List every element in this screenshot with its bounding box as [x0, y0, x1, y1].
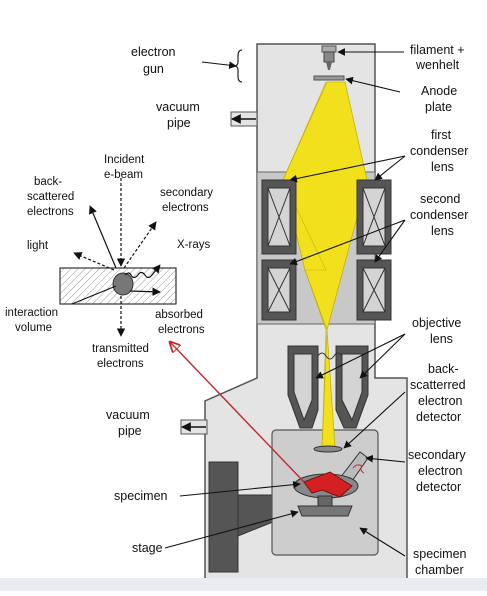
label-vacuum-pipe-top-2: pipe	[167, 116, 191, 130]
inset-interaction-2: volume	[15, 322, 52, 334]
inset-secondary-1: secondary	[160, 187, 213, 199]
label-anode-1: Anode	[421, 84, 457, 98]
label-specimen-chamber-1: specimen	[413, 547, 467, 561]
label-backscatter-det-4: detector	[416, 410, 461, 424]
label-second-condenser-3: lens	[431, 224, 454, 238]
first-condenser-lens	[261, 179, 392, 255]
interaction-inset	[59, 178, 177, 337]
label-objective-2: lens	[430, 332, 453, 346]
label-filament-2: wenhelt	[415, 58, 460, 72]
label-objective-1: objective	[412, 316, 461, 330]
inset-backscattered-2: scattered	[27, 191, 74, 203]
label-secondary-det-1: secondary	[408, 448, 466, 462]
filament-icon	[321, 45, 337, 70]
inset-transmitted-2: electrons	[97, 358, 144, 370]
inset-secondary-2: electrons	[162, 202, 209, 214]
inset-light: light	[27, 240, 49, 252]
inset-xrays: X-rays	[177, 239, 210, 251]
label-specimen-chamber-2: chamber	[415, 563, 464, 577]
label-backscatter-det-2: scatterred	[410, 378, 466, 392]
inset-incident-2: e-beam	[104, 169, 143, 181]
second-condenser-lens	[261, 259, 392, 321]
label-secondary-det-3: detector	[416, 480, 461, 494]
vacuum-pipe-bottom-icon	[180, 419, 208, 435]
label-vacuum-pipe-bottom-1: vacuum	[106, 408, 150, 422]
inset-interaction-1: interaction	[5, 307, 58, 319]
label-second-condenser-1: second	[420, 192, 460, 206]
label-vacuum-pipe-bottom-2: pipe	[118, 424, 142, 438]
label-secondary-det-2: electron	[418, 464, 463, 478]
label-first-condenser-2: condenser	[410, 144, 468, 158]
anode-plate	[313, 75, 345, 81]
backscatter-detector	[313, 445, 343, 453]
vacuum-pipe-top-icon	[230, 111, 258, 127]
leader-lines	[164, 48, 406, 557]
inset-incident-1: Incident	[104, 154, 145, 166]
label-electron-gun-2: gun	[143, 62, 164, 76]
inset-backscattered-1: back-	[34, 176, 62, 188]
bottom-strip	[0, 578, 487, 591]
label-first-condenser-1: first	[431, 128, 452, 142]
label-backscatter-det-3: electron	[418, 394, 463, 408]
label-electron-gun-1: electron	[131, 45, 176, 59]
specimen	[293, 471, 359, 517]
label-second-condenser-2: condenser	[410, 208, 468, 222]
label-first-condenser-3: lens	[431, 160, 454, 174]
objective-lens	[287, 345, 369, 429]
label-filament-1: filament +	[410, 43, 465, 57]
inset-absorbed-2: electrons	[158, 324, 205, 336]
label-stage: stage	[132, 541, 163, 555]
label-specimen: specimen	[114, 489, 168, 503]
label-vacuum-pipe-top-1: vacuum	[156, 100, 200, 114]
inset-transmitted-1: transmitted	[92, 343, 149, 355]
inset-backscattered-3: electrons	[27, 206, 74, 218]
label-anode-2: plate	[425, 100, 452, 114]
magnify-pointer-arrow	[170, 342, 305, 483]
label-backscatter-det-1: back-	[428, 362, 459, 376]
inset-absorbed-1: absorbed	[155, 309, 203, 321]
